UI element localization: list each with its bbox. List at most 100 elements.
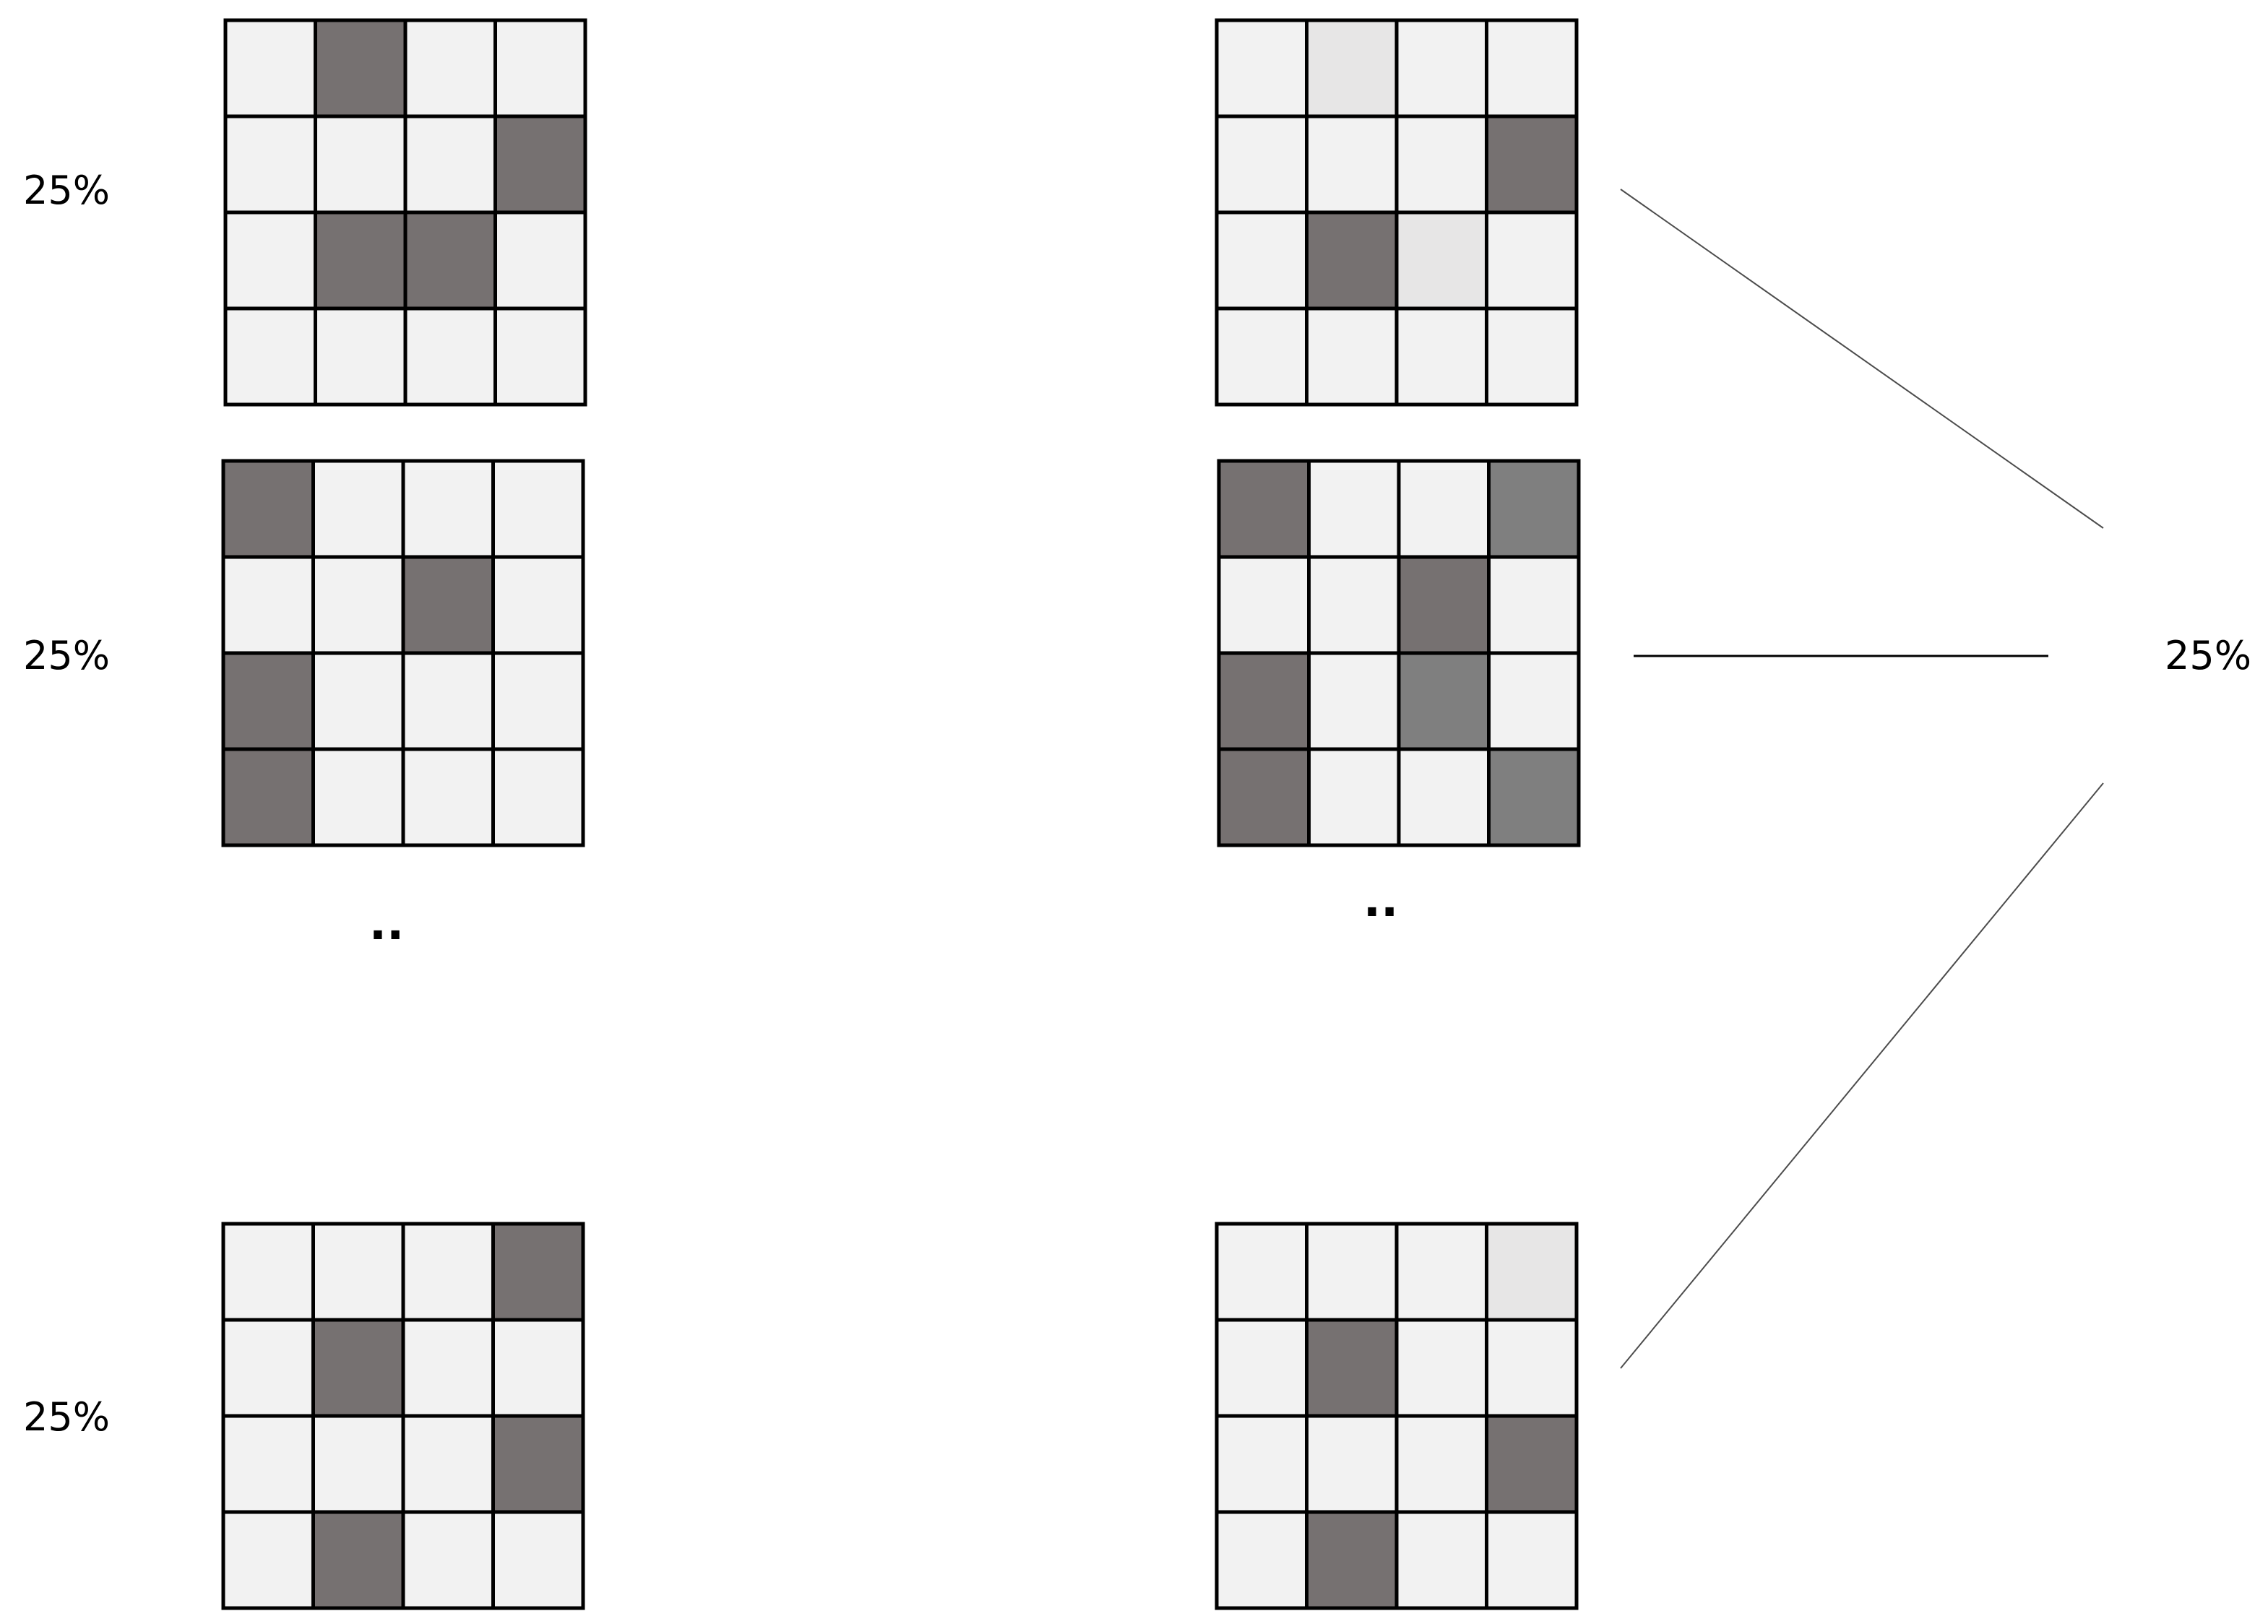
grid-left-2-cell-r2c3 [401, 555, 495, 655]
grid-right-3-cell-r2c2 [1305, 1318, 1399, 1418]
grid-left-3-cell-r1c2 [311, 1222, 405, 1322]
grid-left-1-cell-r4c2 [314, 306, 408, 407]
right-grid-2 [1217, 459, 1581, 847]
grid-left-3-cell-r4c3 [401, 1510, 495, 1610]
left-label-1: 25% [23, 168, 110, 213]
grid-right-2-cell-r1c3 [1397, 459, 1491, 559]
grid-left-2-cell-r2c1 [221, 555, 315, 655]
grid-left-3-cell-r2c3 [401, 1318, 495, 1418]
grid-left-1-cell-r3c2 [314, 210, 408, 311]
grid-right-3-cell-r4c2 [1305, 1510, 1399, 1610]
grid-right-1-cell-r3c3 [1394, 210, 1488, 311]
grid-right-1-cell-r4c1 [1215, 306, 1308, 407]
grid-left-1-cell-r1c2 [314, 18, 408, 118]
grid-left-3-cell-r1c3 [401, 1222, 495, 1322]
result-label: 25% [2165, 633, 2251, 678]
grid-left-2-cell-r2c4 [491, 555, 585, 655]
grid-right-2-cell-r1c4 [1487, 459, 1581, 559]
grid-left-3-cell-r2c4 [491, 1318, 585, 1418]
grid-right-3-cell-r4c1 [1215, 1510, 1308, 1610]
grid-right-2-cell-r2c1 [1217, 555, 1311, 655]
grid-right-2-cell-r2c3 [1397, 555, 1491, 655]
grid-right-2-cell-r4c3 [1397, 747, 1491, 847]
grid-left-1-cell-r4c4 [493, 306, 587, 407]
grid-left-1-cell-r1c4 [493, 18, 587, 118]
grid-right-1-cell-r2c4 [1485, 114, 1579, 215]
grid-right-3-cell-r4c4 [1485, 1510, 1579, 1610]
grid-left-1-cell-r2c3 [403, 114, 497, 215]
grid-right-3-cell-r3c3 [1394, 1414, 1488, 1514]
grid-right-2-cell-r2c4 [1487, 555, 1581, 655]
grid-left-2-cell-r4c1 [221, 747, 315, 847]
grid-left-1-cell-r2c4 [493, 114, 587, 215]
grid-right-1-cell-r2c1 [1215, 114, 1308, 215]
grid-right-1-cell-r1c2 [1305, 18, 1399, 118]
left-label-2: 25% [23, 633, 110, 678]
grid-left-3-cell-r4c1 [221, 1510, 315, 1610]
left-label-3: 25% [23, 1394, 110, 1440]
grid-right-3-cell-r1c1 [1215, 1222, 1308, 1322]
grid-left-3-cell-r1c4 [491, 1222, 585, 1322]
grid-left-3-cell-r4c2 [311, 1510, 405, 1610]
grid-left-2-cell-r2c2 [311, 555, 405, 655]
grid-left-1-cell-r4c3 [403, 306, 497, 407]
grid-right-3-cell-r1c3 [1394, 1222, 1488, 1322]
grid-right-3-cell-r3c1 [1215, 1414, 1308, 1514]
connector-line-bottom [1620, 782, 2104, 1369]
left-grid-3 [221, 1222, 585, 1610]
grid-right-1-cell-r3c4 [1485, 210, 1579, 311]
grid-left-1-cell-r4c1 [223, 306, 317, 407]
grid-right-3-cell-r3c2 [1305, 1414, 1399, 1514]
grid-left-2-cell-r3c2 [311, 651, 405, 751]
grid-left-2-cell-r1c1 [221, 459, 315, 559]
grid-left-1-cell-r1c1 [223, 18, 317, 118]
grid-left-2-cell-r4c3 [401, 747, 495, 847]
grid-left-3-cell-r3c4 [491, 1414, 585, 1514]
grid-left-2-cell-r4c2 [311, 747, 405, 847]
grid-left-2-cell-r3c4 [491, 651, 585, 751]
right-ellipsis: .. [1363, 874, 1399, 928]
grid-right-2-cell-r1c2 [1307, 459, 1401, 559]
left-ellipsis: .. [369, 897, 405, 951]
grid-right-1-cell-r2c2 [1305, 114, 1399, 215]
grid-left-1-cell-r3c3 [403, 210, 497, 311]
grid-left-2-cell-r3c3 [401, 651, 495, 751]
grid-left-2-cell-r3c1 [221, 651, 315, 751]
grid-left-2-cell-r4c4 [491, 747, 585, 847]
grid-right-2-cell-r4c1 [1217, 747, 1311, 847]
grid-right-2-cell-r4c2 [1307, 747, 1401, 847]
grid-left-3-cell-r3c3 [401, 1414, 495, 1514]
grid-right-1-cell-r2c3 [1394, 114, 1488, 215]
grid-right-3-cell-r2c4 [1485, 1318, 1579, 1418]
grid-right-1-cell-r1c3 [1394, 18, 1488, 118]
grid-left-1-cell-r3c4 [493, 210, 587, 311]
grid-left-3-cell-r3c2 [311, 1414, 405, 1514]
grid-right-2-cell-r2c2 [1307, 555, 1401, 655]
grid-left-2-cell-r1c2 [311, 459, 405, 559]
grid-right-3-cell-r3c4 [1485, 1414, 1579, 1514]
grid-right-1-cell-r3c1 [1215, 210, 1308, 311]
grid-right-2-cell-r3c2 [1307, 651, 1401, 751]
grid-left-3-cell-r2c1 [221, 1318, 315, 1418]
grid-left-3-cell-r2c2 [311, 1318, 405, 1418]
grid-right-3-cell-r1c2 [1305, 1222, 1399, 1322]
grid-left-1-cell-r2c1 [223, 114, 317, 215]
grid-left-2-cell-r1c3 [401, 459, 495, 559]
grid-left-1-cell-r2c2 [314, 114, 408, 215]
right-grid-1 [1215, 18, 1579, 407]
right-grid-3 [1215, 1222, 1579, 1610]
grid-right-1-cell-r1c1 [1215, 18, 1308, 118]
grid-right-3-cell-r4c3 [1394, 1510, 1488, 1610]
left-grid-1 [223, 18, 587, 407]
grid-left-3-cell-r1c1 [221, 1222, 315, 1322]
grid-right-2-cell-r1c1 [1217, 459, 1311, 559]
grid-right-2-cell-r3c4 [1487, 651, 1581, 751]
connector-line-top [1620, 189, 2104, 529]
grid-left-3-cell-r4c4 [491, 1510, 585, 1610]
grid-right-1-cell-r4c4 [1485, 306, 1579, 407]
grid-right-1-cell-r3c2 [1305, 210, 1399, 311]
grid-right-1-cell-r1c4 [1485, 18, 1579, 118]
grid-right-3-cell-r2c3 [1394, 1318, 1488, 1418]
grid-right-3-cell-r2c1 [1215, 1318, 1308, 1418]
